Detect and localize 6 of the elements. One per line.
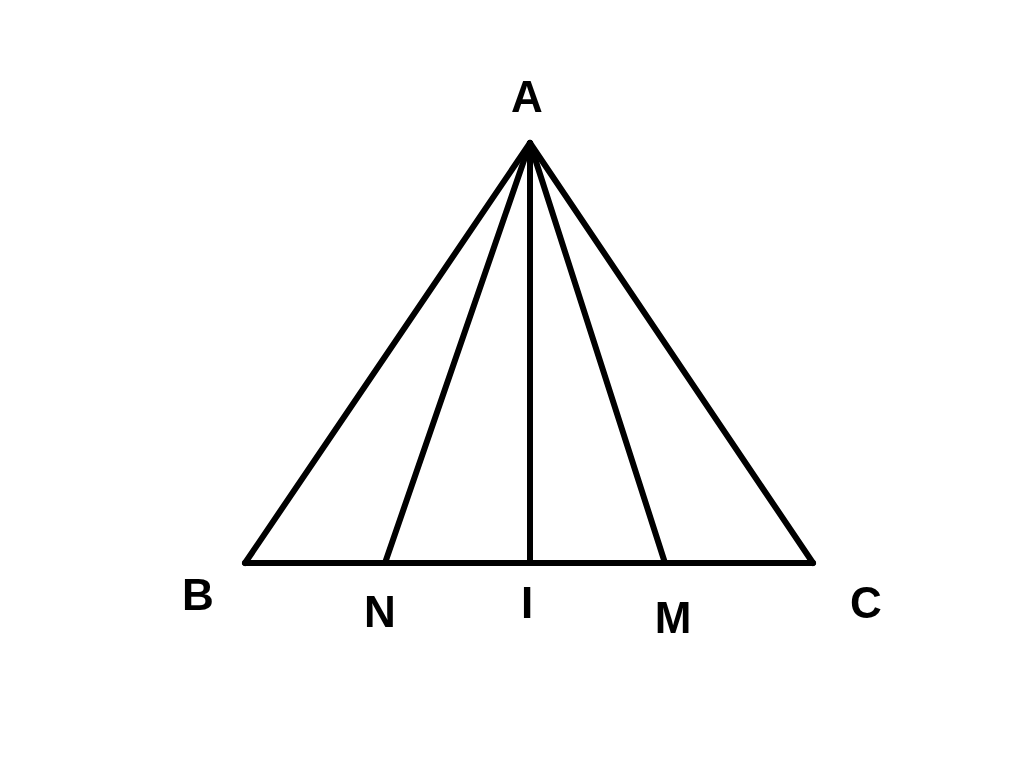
vertex-label: A [511, 75, 543, 119]
vertex-label: N [364, 590, 396, 634]
vertex-label: C [850, 581, 882, 625]
vertex-label: I [520, 581, 534, 625]
vertex-label: M [654, 596, 692, 640]
vertex-label: B [182, 573, 214, 617]
